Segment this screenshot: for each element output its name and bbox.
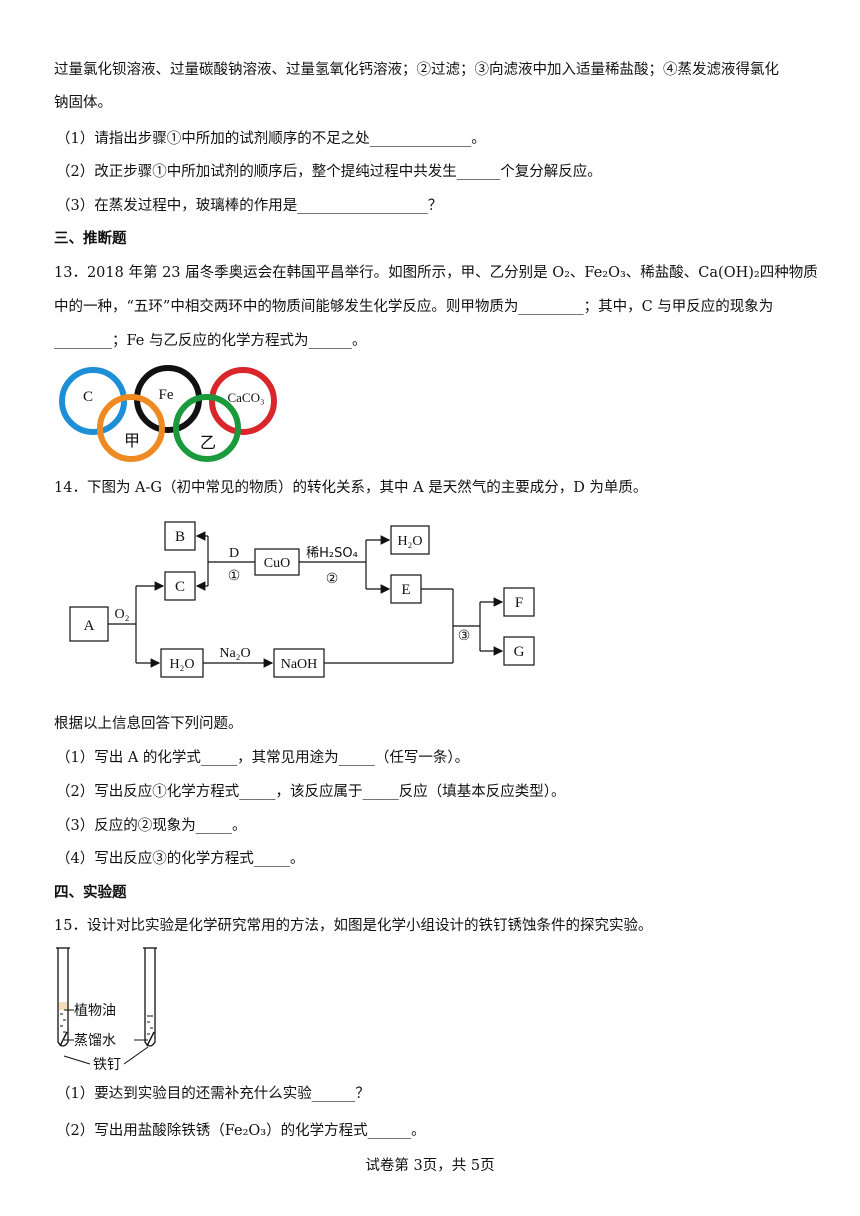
label-cuo: CuO — [264, 556, 290, 571]
ring-jia — [97, 394, 165, 462]
question-14-3: （3）反应的②现象为_____。 — [56, 818, 247, 834]
question-14-intro: 14．下图为 A-G（初中常见的物质）的转化关系，其中 A 是天然气的主要成分，… — [54, 480, 648, 496]
question-14-4: （4）写出反应③的化学方程式_____。 — [56, 851, 305, 867]
label-f: F — [515, 595, 523, 611]
oil-layer — [59, 1002, 67, 1010]
box-naoh — [273, 648, 325, 678]
transformation-diagram: A B C CuO H₂O E F G H₂O NaOH O₂ D ① 稀H₂S… — [69, 521, 535, 678]
ring-label-caco3: CaCO₃ — [227, 390, 264, 405]
question-15-2: （2）写出用盐酸除铁锈（Fe₂O₃）的化学方程式______。 — [56, 1123, 426, 1139]
question-2-2: （2）改正步骤①中所加试剂的顺序后，整个提纯过程中共发生______个复分解反应… — [56, 164, 602, 180]
label-b: B — [175, 529, 185, 545]
box-b — [164, 521, 196, 551]
label-c: C — [175, 579, 185, 595]
page-footer: 试卷第 3页，共 5页 — [365, 1158, 495, 1174]
box-f — [503, 587, 535, 617]
question-13-line: ________；Fe 与乙反应的化学方程式为______。 — [54, 333, 367, 349]
label-o2: O₂ — [115, 607, 130, 622]
question-2-3: （3）在蒸发过程中，玻璃棒的作用是__________________？ — [56, 198, 443, 214]
test-tube-figure: 植物油 蒸馏水 铁钉 — [56, 947, 157, 1073]
label-a: A — [84, 618, 95, 634]
ring-label-yi: 乙 — [200, 433, 216, 452]
question-2-1: （1）请指出步骤①中所加的试剂顺序的不足之处______________。 — [56, 131, 486, 147]
question-13-line: 13．2018 年第 23 届冬季奥运会在韩国平昌举行。如图所示，甲、乙分别是 … — [54, 265, 818, 281]
ring-caco3 — [209, 367, 277, 435]
label-d: D — [229, 546, 239, 561]
label-nail: 铁钉 — [93, 1057, 121, 1073]
section-heading: 三、推断题 — [54, 230, 127, 247]
label-water: 蒸馏水 — [74, 1033, 116, 1049]
label-h2o-top: H₂O — [397, 534, 422, 549]
ring-label-c: C — [83, 389, 93, 405]
question-14-lead: 根据以上信息回答下列问题。 — [54, 716, 243, 732]
ring-c — [59, 367, 127, 435]
question-13-line: 中的一种，“五环”中相交两环中的物质间能够发生化学反应。则甲物质为_______… — [54, 299, 774, 315]
paragraph-line: 过量氯化钡溶液、过量碳酸钠溶液、过量氢氧化钙溶液；②过滤；③向滤液中加入适量稀盐… — [54, 62, 779, 78]
label-reaction-2: ② — [326, 572, 339, 587]
label-naoh: NaOH — [281, 657, 318, 672]
box-c — [164, 571, 196, 601]
section-heading: 四、实验题 — [54, 884, 127, 901]
label-na2o: Na₂O — [219, 646, 250, 661]
paragraph-line: 钠固体。 — [54, 95, 112, 111]
olympic-rings-figure: C Fe CaCO₃ 甲 乙 — [59, 365, 277, 462]
box-g — [503, 636, 535, 666]
ring-label-jia: 甲 — [124, 431, 140, 450]
box-e — [390, 574, 422, 604]
label-reaction-3: ③ — [458, 629, 471, 644]
question-14-1: （1）写出 A 的化学式_____，其常见用途为_____（任写一条）。 — [56, 750, 470, 766]
question-14-2: （2）写出反应①化学方程式_____，该反应属于_____反应（填基本反应类型）… — [56, 784, 566, 800]
question-15-1: （1）要达到实验目的还需补充什么实验______？ — [56, 1086, 370, 1102]
box-h2o-top — [390, 525, 430, 555]
ring-yi — [173, 394, 241, 462]
label-reaction-1: ① — [228, 569, 241, 584]
label-e: E — [401, 582, 410, 598]
label-oil: 植物油 — [74, 1003, 116, 1019]
nail-icon — [59, 1031, 68, 1047]
question-15-intro: 15．设计对比实验是化学研究常用的方法，如图是化学小组设计的铁钉锈蚀条件的探究实… — [54, 918, 653, 934]
ring-label-fe: Fe — [159, 387, 174, 403]
label-h2o-bottom: H₂O — [169, 657, 194, 672]
nail-icon — [146, 1031, 155, 1047]
label-dilute-h2so4: 稀H₂SO₄ — [306, 546, 358, 561]
label-g: G — [514, 644, 525, 660]
